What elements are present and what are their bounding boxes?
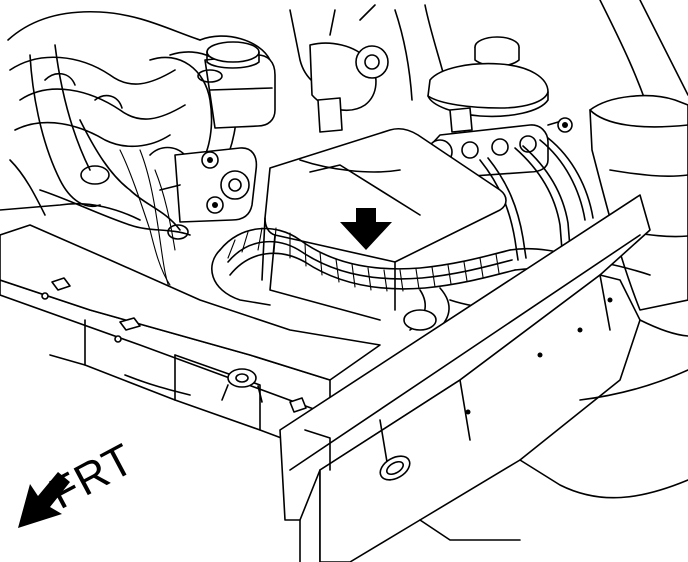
upper-center-components <box>289 4 446 133</box>
front-direction-label: FRT <box>42 434 142 518</box>
throttle-body <box>159 147 258 223</box>
side-rail <box>279 194 688 562</box>
radiator-support <box>0 224 381 446</box>
intake-hoses <box>149 35 276 169</box>
location-indicator-arrow <box>340 208 392 250</box>
master-cylinder <box>427 36 594 261</box>
front-direction-arrow <box>18 472 70 528</box>
